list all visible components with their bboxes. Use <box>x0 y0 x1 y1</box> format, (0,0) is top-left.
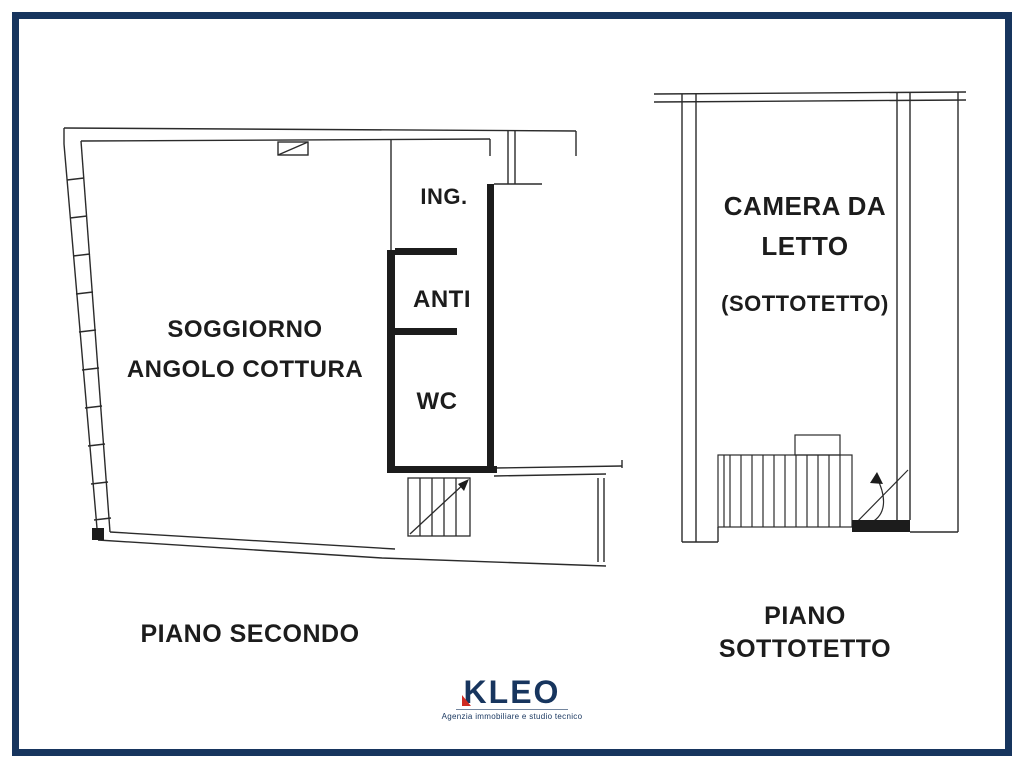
caption-right-line2: SOTTOTETTO <box>718 635 892 663</box>
attic-floor-plan-drawing <box>653 91 967 543</box>
room-label-wc: WC <box>416 388 458 415</box>
attic-thick-wall <box>852 520 910 532</box>
camera-line1: CAMERA DA <box>723 191 887 221</box>
room-label-anti: ANTI <box>413 286 471 313</box>
logo-divider <box>456 709 568 710</box>
room-label-soggiorno: SOGGIORNO ANGOLO COTTURA <box>85 310 405 390</box>
staircase-up <box>717 434 909 528</box>
agency-logo: KLEO Agenzia immobiliare e studio tecnic… <box>412 676 612 721</box>
attic-walls <box>653 91 967 543</box>
second-floor-plan-drawing <box>63 127 623 567</box>
soggiorno-line2: ANGOLO COTTURA <box>126 356 364 383</box>
room-label-camera: CAMERA DA LETTO <box>670 186 940 266</box>
logo-tagline: Agenzia immobiliare e studio tecnico <box>441 712 583 721</box>
logo-red-accent-icon <box>461 695 471 706</box>
caption-piano-secondo: PIANO SECONDO <box>140 620 360 648</box>
staircase-down <box>407 477 471 537</box>
interior-thick-walls <box>92 184 497 540</box>
camera-line2: LETTO <box>761 231 849 261</box>
caption-right-line1: PIANO <box>764 602 846 630</box>
logo-text: KLEO <box>463 674 561 710</box>
room-label-sottotetto-note: (SOTTOTETTO) <box>721 291 889 316</box>
soggiorno-line1: SOGGIORNO <box>167 316 323 343</box>
logo-wordmark: KLEO <box>461 674 561 710</box>
caption-piano-sottotetto: PIANO SOTTOTETTO <box>660 600 950 666</box>
exterior-walls <box>63 127 623 567</box>
room-label-ingresso: ING. <box>420 184 468 209</box>
